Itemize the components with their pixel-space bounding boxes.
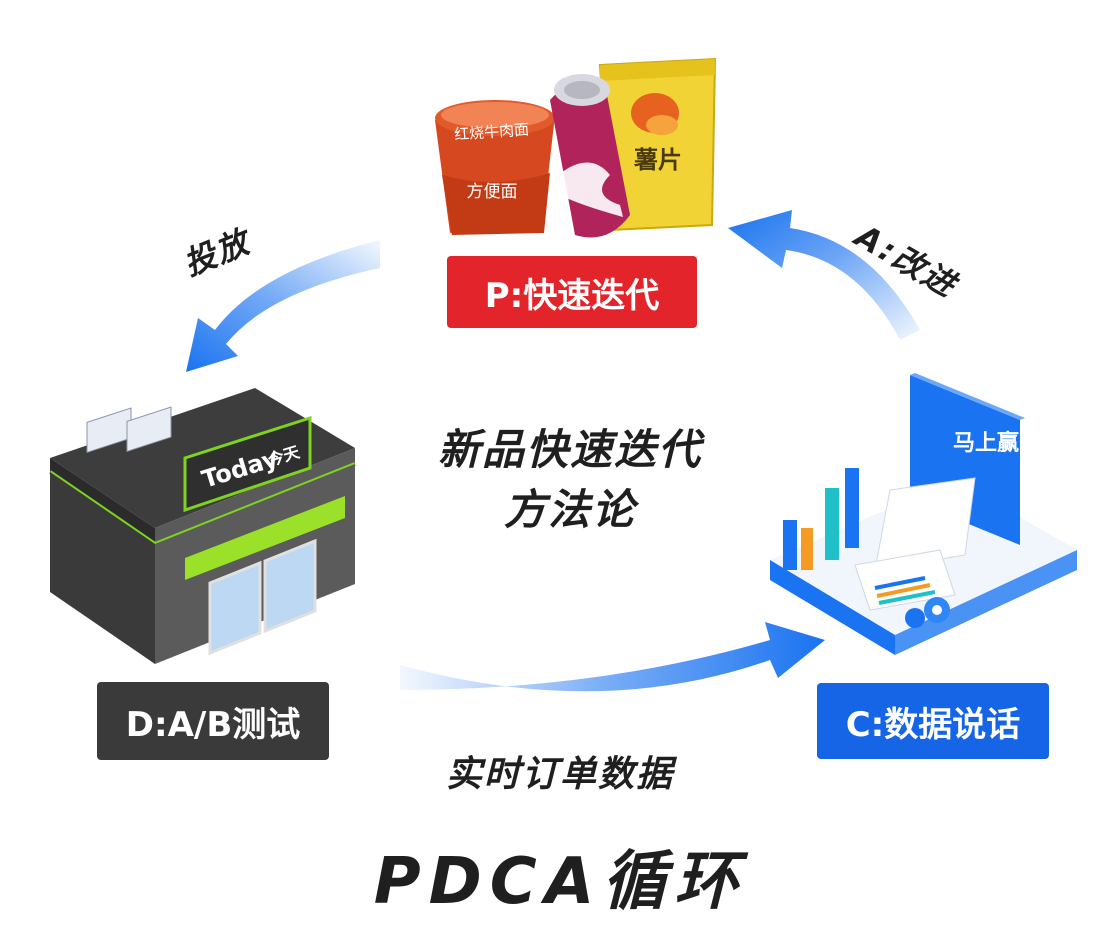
center-heading-line2: 方法论 [503,485,636,534]
badge-check-label: C:数据说话 [845,704,1021,745]
noodle-front-label: 方便面 [467,182,518,202]
badge-plan: P:快速迭代 [447,256,697,328]
dashboard-illustration: 马上赢 [770,373,1077,655]
badge-do: D:A/B测试 [97,682,329,760]
badge-plan-label: P:快速迭代 [484,275,660,316]
center-heading-line1: 新品快速迭代 [437,425,702,474]
badge-do-label: D:A/B测试 [125,704,301,745]
store-illustration: Today 今天 [48,388,356,664]
soda-can-icon [550,74,630,238]
chips-bag-icon: 薯片 [598,57,717,232]
chips-label: 薯片 [634,146,682,174]
noodle-top-label: 红烧牛肉面 [454,120,530,143]
badge-check: C:数据说话 [817,683,1049,759]
snack-products-illustration: 薯片 红烧牛肉面 方便面 [435,57,717,238]
diagram-title: PDCA循环 [373,845,747,919]
arrow-bottom [400,622,825,692]
bottom-caption: 实时订单数据 [445,754,674,795]
arrow-top-left [186,240,380,372]
noodle-cup-icon: 红烧牛肉面 方便面 [435,100,555,235]
arrow-top-right [728,210,920,340]
dashboard-brand: 马上赢 [953,430,1019,456]
